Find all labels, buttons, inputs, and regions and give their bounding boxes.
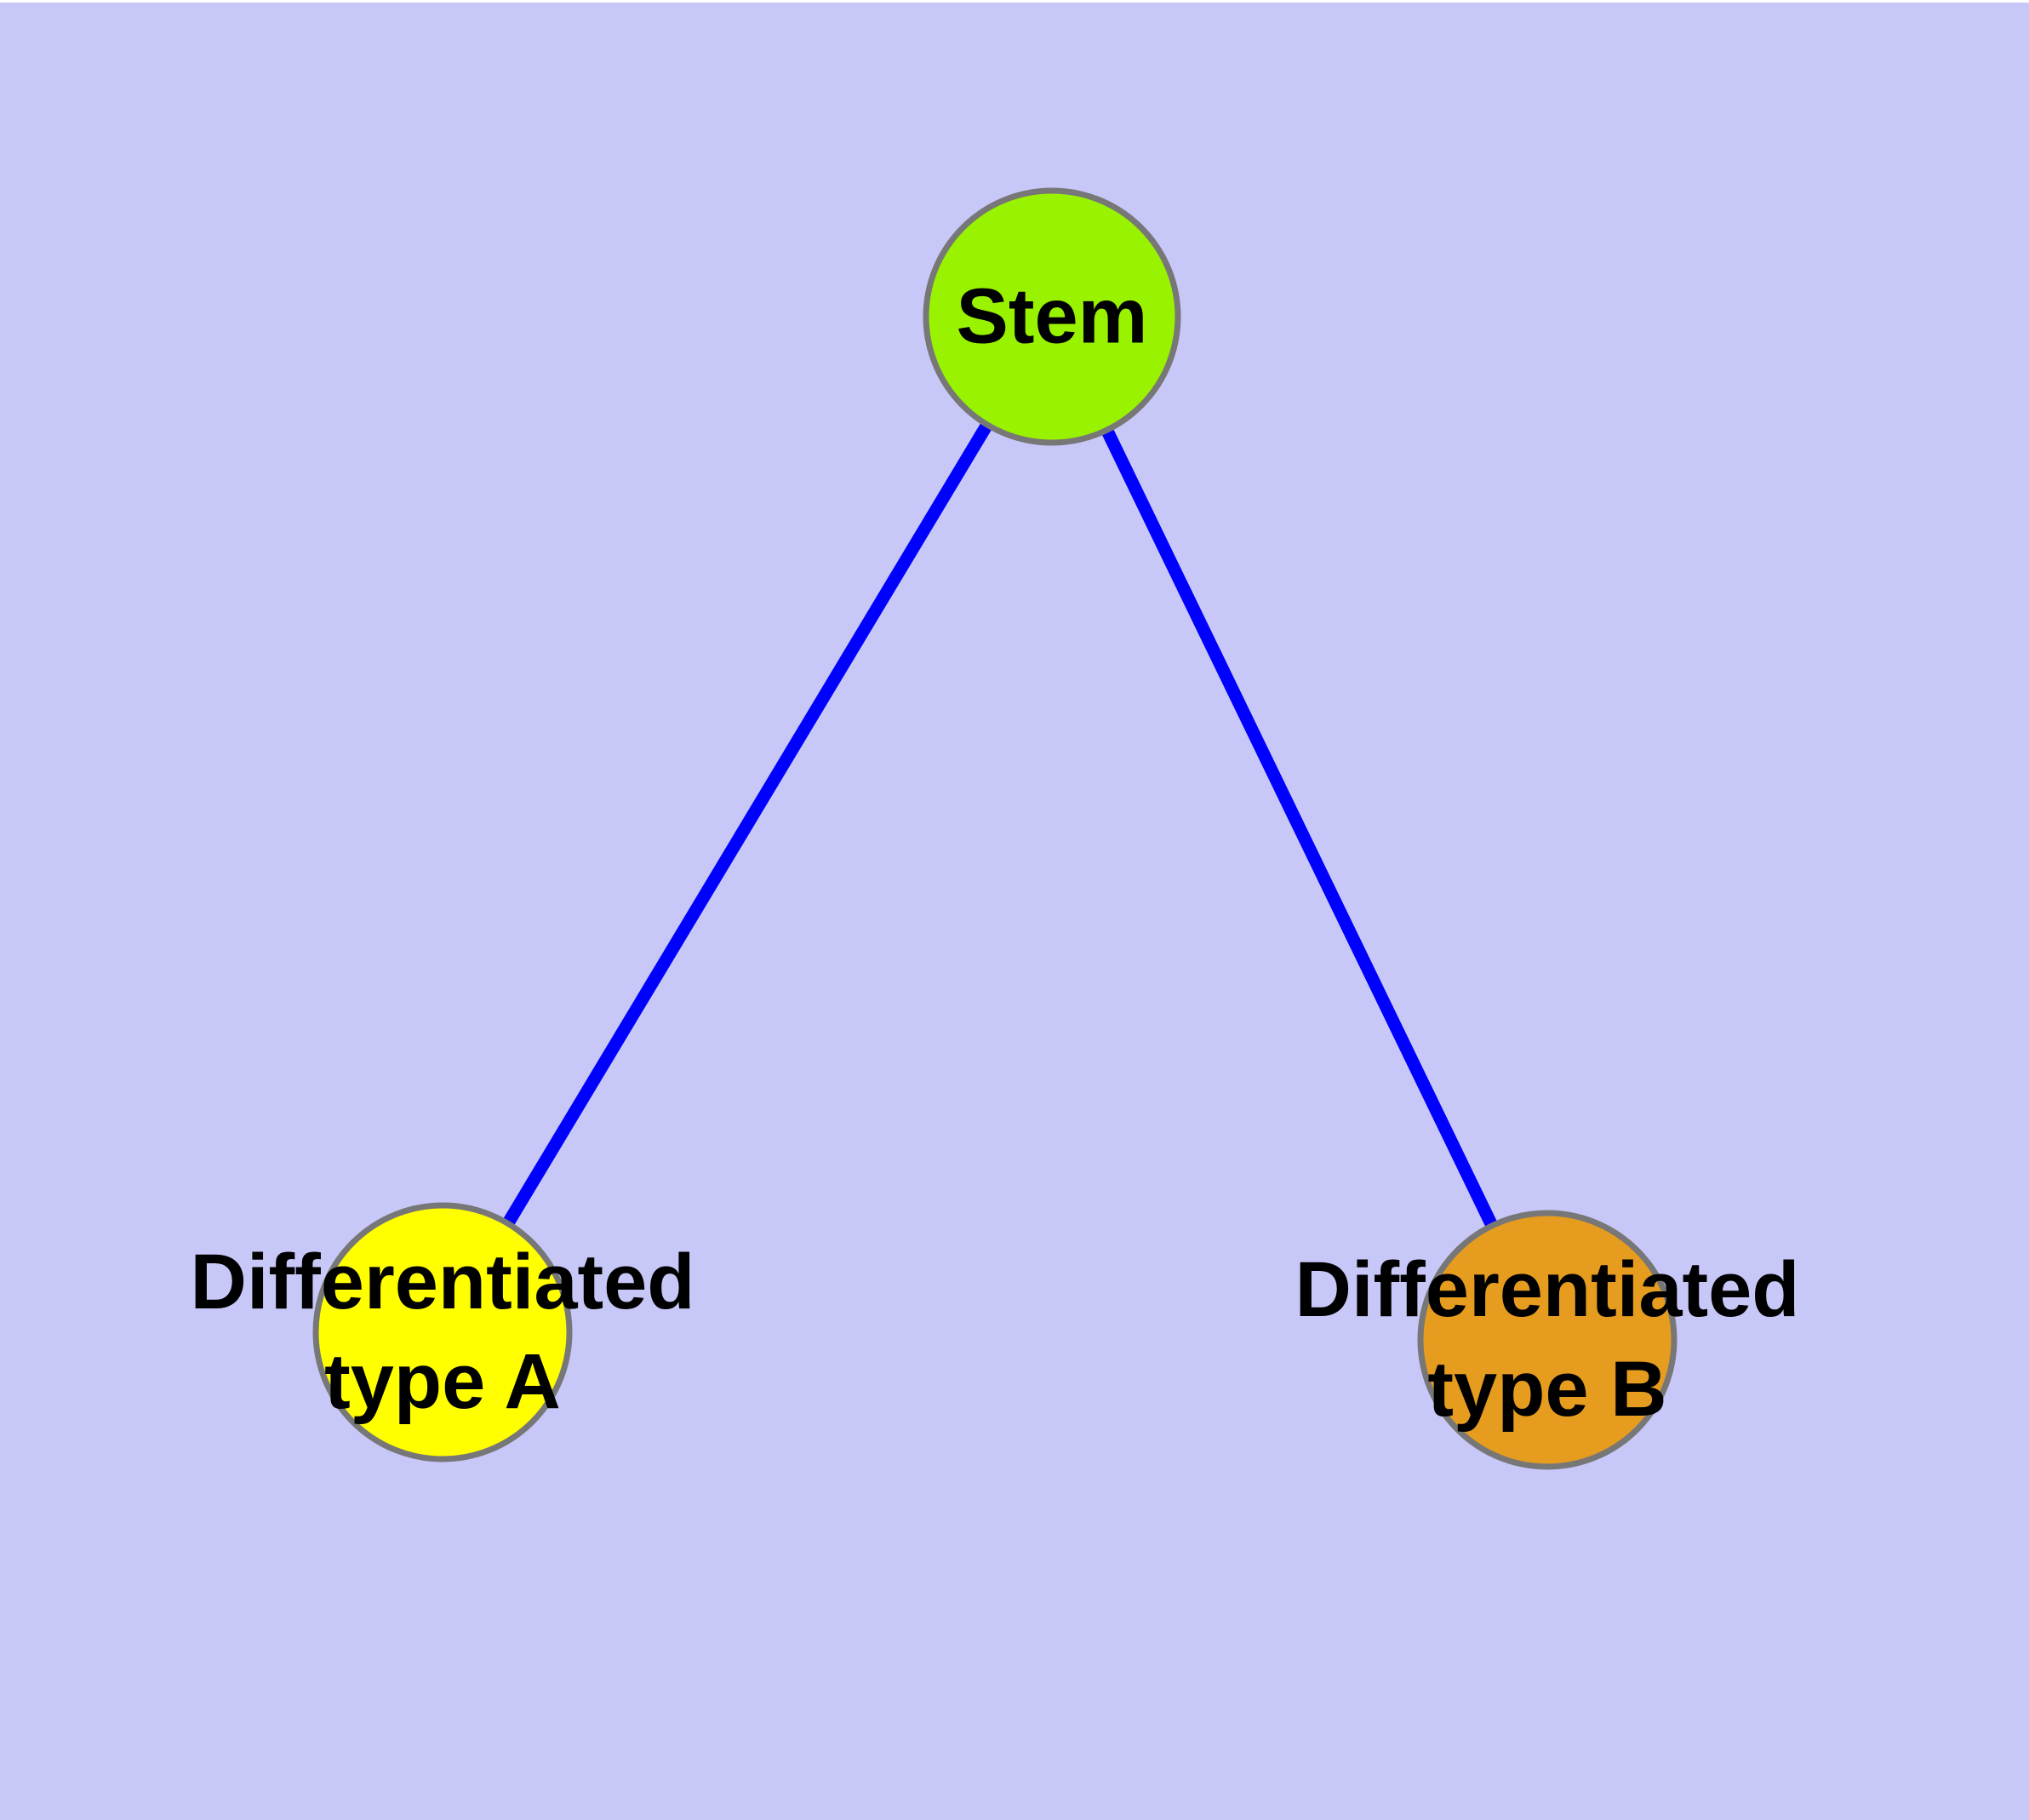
edge-stem-to-type-b <box>1046 313 1553 1343</box>
node-label-type-a-line1: Differentiated <box>190 1239 695 1325</box>
node-label-type-b-line2: type B <box>1427 1346 1667 1433</box>
node-label-type-a: Differentiated type A <box>191 1233 695 1432</box>
node-type-b <box>1417 1210 1677 1470</box>
node-stem <box>923 187 1181 446</box>
node-label-type-b-line1: Differentiated <box>1295 1246 1800 1333</box>
edge-stem-to-type-a <box>437 313 1058 1336</box>
top-margin-strip <box>0 0 2029 3</box>
node-label-type-a-line2: type A <box>324 1338 561 1425</box>
node-label-stem: Stem <box>956 272 1148 360</box>
node-label-type-b: Differentiated type B <box>1295 1240 1800 1439</box>
node-type-a <box>312 1202 573 1462</box>
